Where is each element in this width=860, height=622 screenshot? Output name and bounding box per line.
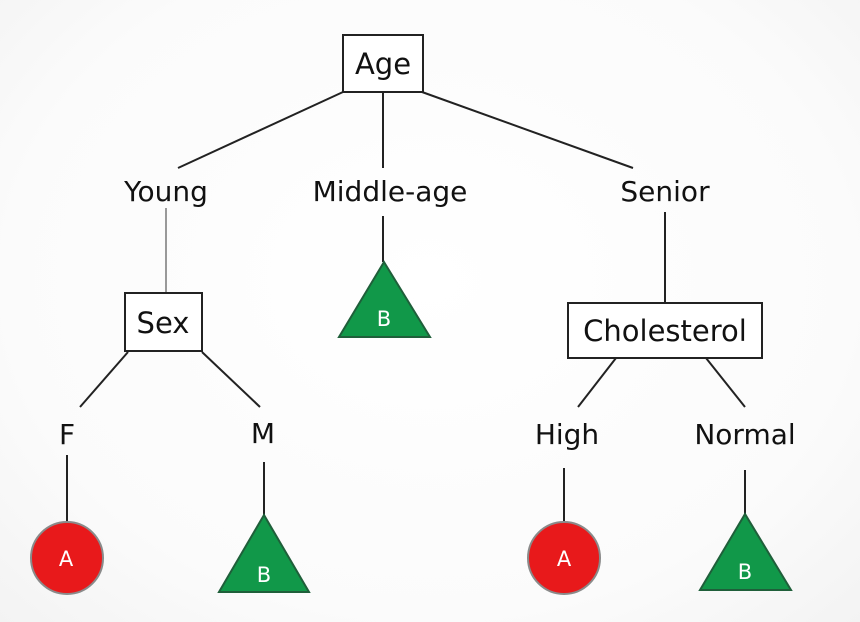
leaf-m: B (217, 513, 311, 593)
edge-sex-f (79, 351, 129, 408)
branch-label-high: High (535, 418, 599, 451)
branch-label-young: Young (123, 175, 208, 208)
branch-label-senior: Senior (620, 175, 710, 208)
branch-label-m: M (251, 417, 275, 450)
leaf-m-triangle (217, 513, 311, 593)
edge-age-young (177, 91, 344, 169)
node-cholesterol: Cholesterol (567, 302, 763, 359)
leaf-normal-label: B (738, 560, 752, 584)
node-age-label: Age (355, 47, 411, 81)
branch-label-f: F (59, 418, 75, 451)
node-age-box (342, 34, 424, 93)
node-sex-box (124, 292, 203, 352)
node-sex: Sex (124, 292, 203, 352)
leaf-f: A (30, 521, 104, 595)
leaf-high-label: A (557, 547, 572, 571)
branch-label-normal: Normal (694, 418, 795, 451)
edge-cholesterol-normal (705, 357, 746, 408)
node-cholesterol-box (567, 302, 763, 359)
leaf-normal: B (698, 512, 793, 591)
leaf-normal-triangle (698, 512, 793, 591)
edge-cholesterol-high (577, 357, 617, 408)
leaf-middle-age: B (337, 260, 432, 338)
edge-age-senior (421, 91, 634, 169)
node-sex-label: Sex (137, 306, 190, 340)
node-age: Age (342, 34, 424, 93)
leaf-middle-age-label: B (377, 307, 391, 331)
leaf-f-label: A (59, 547, 74, 571)
leaf-high: A (527, 521, 601, 595)
leaf-f-circle (30, 521, 104, 595)
leaf-middle-age-triangle (337, 260, 432, 338)
branch-label-middle-age: Middle-age (313, 175, 468, 208)
leaf-m-label: B (257, 563, 271, 587)
leaf-high-circle (527, 521, 601, 595)
node-cholesterol-label: Cholesterol (583, 314, 747, 348)
edge-sex-m (201, 351, 261, 408)
